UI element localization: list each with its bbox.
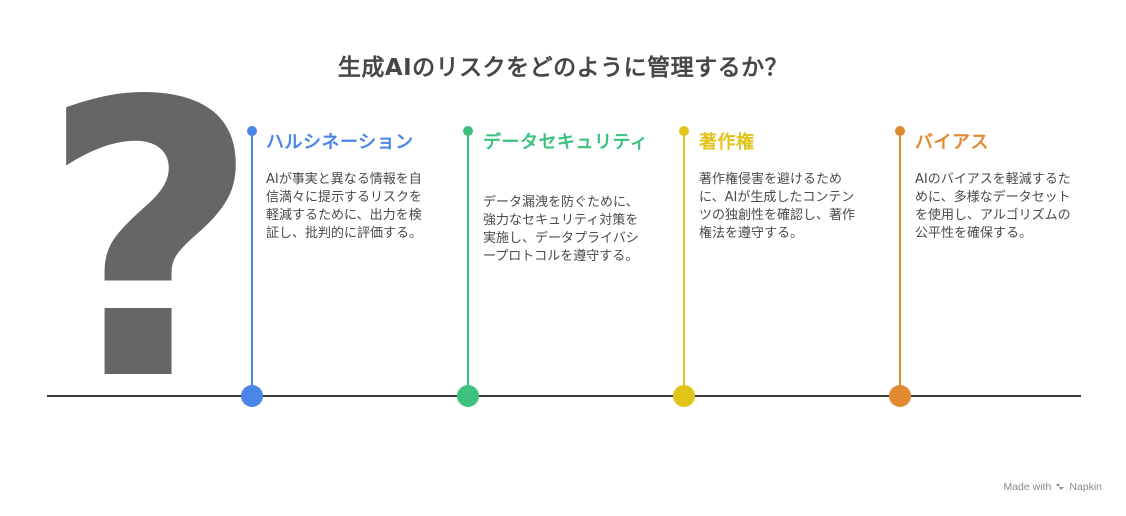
timeline-stem-data-security bbox=[467, 131, 469, 396]
timeline-top-dot-hallucination bbox=[247, 126, 257, 136]
step-description-bias: AIのバイアスを軽減するために、多様なデータセットを使用し、アルゴリズムの公平性… bbox=[915, 172, 1071, 241]
step-title-bias: バイアス bbox=[915, 132, 989, 153]
step-description-data-security: データ漏洩を防ぐために、強力なセキュリティ対策を実施し、データプライバシープロト… bbox=[483, 195, 639, 264]
timeline-marker-copyright bbox=[673, 385, 695, 407]
timeline-top-dot-copyright bbox=[679, 126, 689, 136]
timeline-marker-hallucination bbox=[241, 385, 263, 407]
step-title-data-security: データセキュリティ bbox=[483, 132, 649, 153]
timeline-stem-bias bbox=[899, 131, 901, 396]
timeline-top-dot-bias bbox=[895, 126, 905, 136]
footer-made-with: Made with bbox=[1003, 481, 1052, 493]
step-description-hallucination: AIが事実と異なる情報を自信満々に提示するリスクを軽減するために、出力を検証し、… bbox=[266, 172, 423, 241]
step-title-copyright: 著作権 bbox=[699, 132, 755, 153]
timeline-stem-copyright bbox=[683, 131, 685, 396]
question-mark-icon: ? bbox=[40, 21, 261, 464]
step-description-copyright: 著作権侵害を避けるために、AIが生成したコンテンツの独創性を確認し、著作権法を遵… bbox=[699, 172, 856, 241]
timeline-marker-data-security bbox=[457, 385, 479, 407]
timeline-top-dot-data-security bbox=[463, 126, 473, 136]
timeline-marker-bias bbox=[889, 385, 911, 407]
timeline-stem-hallucination bbox=[251, 131, 253, 396]
diagram-title: 生成AIのリスクをどのように管理するか？ bbox=[337, 55, 789, 81]
napkin-footer[interactable]: Made with Napkin bbox=[1003, 481, 1102, 493]
napkin-logo-icon bbox=[1056, 484, 1065, 490]
footer-brand: Napkin bbox=[1069, 481, 1102, 493]
timeline-baseline bbox=[47, 395, 1081, 397]
step-title-hallucination: ハルシネーション bbox=[266, 132, 414, 153]
